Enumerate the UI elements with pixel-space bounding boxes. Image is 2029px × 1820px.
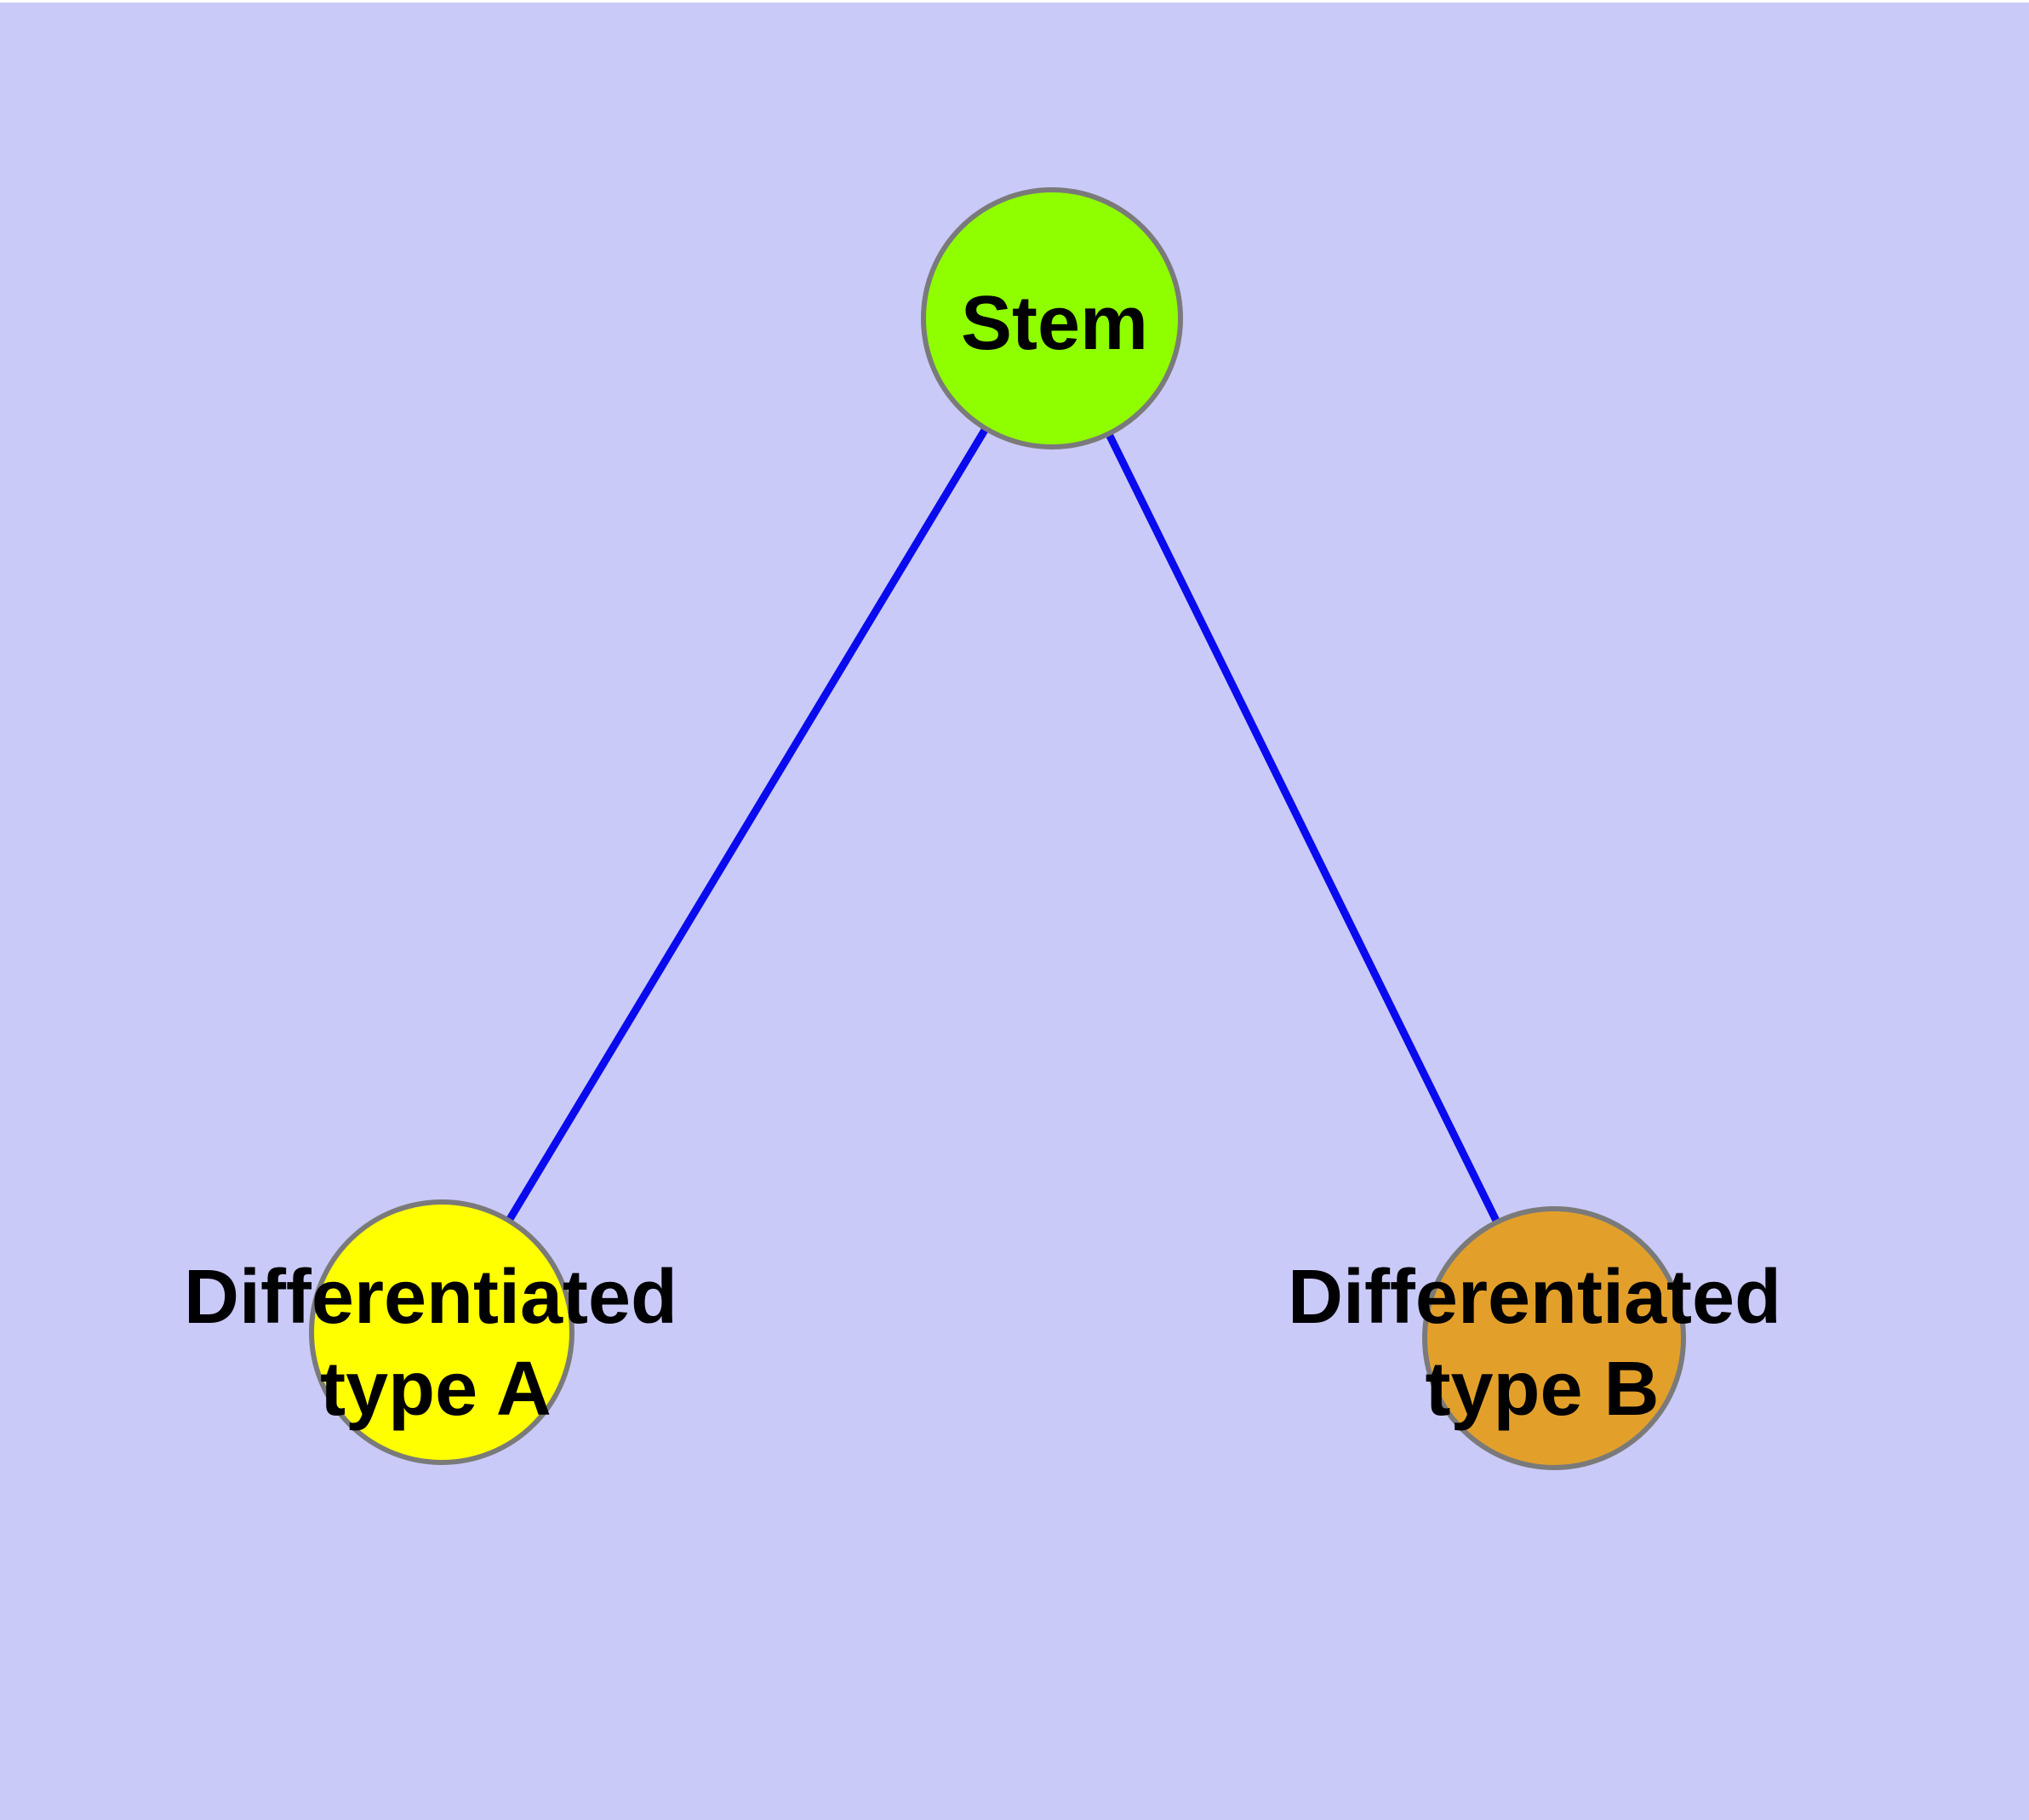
edge-stem-to-type-a [438, 316, 1055, 1335]
node-type-a [309, 1199, 574, 1465]
node-stem-label: Stem [961, 281, 1148, 366]
node-type-b-label-line2: type B [1425, 1347, 1659, 1432]
node-type-a-label-line1: Differentiated [184, 1255, 677, 1340]
node-stem [921, 187, 1183, 449]
edge-stem-to-type-b [1048, 317, 1558, 1340]
node-type-b [1422, 1206, 1686, 1470]
node-type-a-label-line2: type A [320, 1347, 552, 1432]
node-type-b-label-line1: Differentiated [1288, 1255, 1781, 1340]
top-edge-strip [0, 0, 2029, 3]
